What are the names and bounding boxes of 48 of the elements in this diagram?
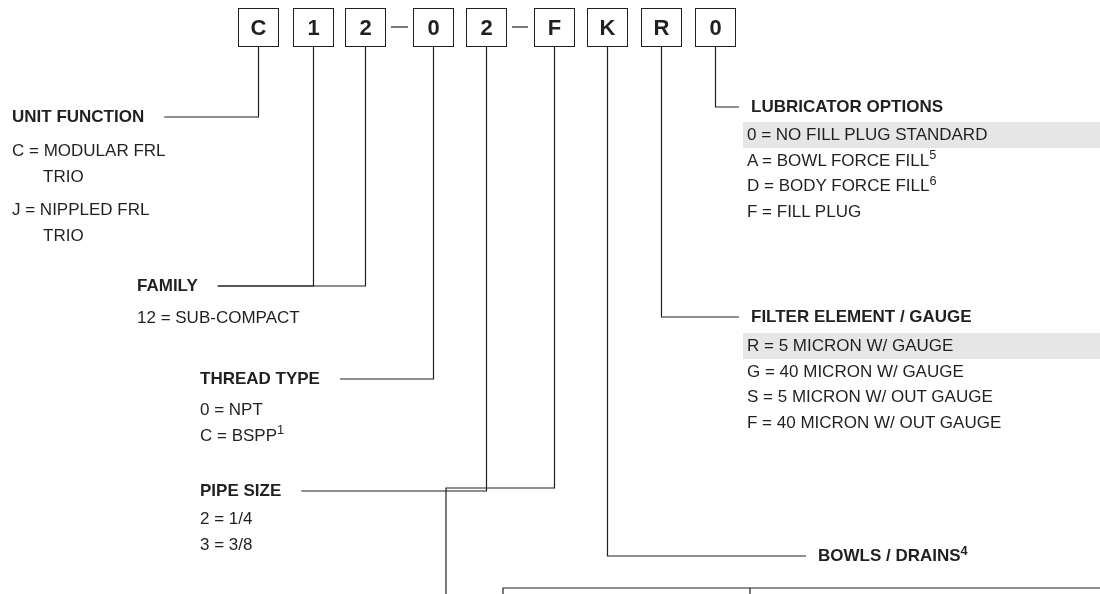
section-heading: FAMILY: [137, 276, 198, 296]
section-heading: UNIT FUNCTION: [12, 107, 145, 127]
option-text: 2 = 1/4: [200, 508, 254, 530]
code-box: [238, 8, 279, 47]
code-character: K: [599, 14, 616, 42]
leader-line: [163, 46, 260, 118]
option-text: F = FILL PLUG: [747, 200, 863, 223]
option-text: 3 = 3/8: [200, 533, 254, 556]
code-character: 1: [307, 14, 320, 42]
leader-line: [300, 46, 488, 492]
leader-line: [445, 46, 556, 594]
option-text: J = NIPPLED FRL TRIO: [12, 199, 150, 247]
code-box: [413, 8, 454, 47]
code-box: [587, 8, 628, 47]
code-box: [641, 8, 682, 47]
code-box: [534, 8, 575, 47]
code-character: R: [653, 14, 670, 42]
option-text: G = 40 MICRON W/ GAUGE: [747, 360, 965, 383]
code-character: 2: [359, 14, 372, 42]
code-character: F: [547, 14, 562, 42]
highlighted-option: 0 = NO FILL PLUG STANDARD: [743, 122, 1100, 148]
section-heading: LUBRICATOR OPTIONS: [751, 97, 944, 117]
leader-line: [714, 46, 740, 108]
code-character: 0: [427, 14, 440, 42]
code-box: [695, 8, 736, 47]
code-character: 0: [709, 14, 722, 42]
section-heading: FILTER ELEMENT / GAUGE: [751, 307, 972, 327]
option-text: 0 = NPT: [200, 399, 264, 421]
option-text: D = BODY FORCE FILL$^{6}$: [747, 173, 938, 197]
leader-line: [339, 46, 435, 380]
leader-line: [217, 46, 367, 287]
section-heading: BOWLS / DRAINS$^{4}$: [818, 546, 968, 566]
option-text: F = 40 MICRON W/ OUT GAUGE: [747, 411, 1003, 434]
highlighted-option: R = 5 MICRON W/ GAUGE: [743, 333, 1100, 359]
leader-line: [606, 46, 807, 557]
section-heading: PIPE SIZE: [200, 481, 282, 501]
option-text: C = MODULAR FRL TRIO: [12, 140, 166, 188]
leader-line: [660, 46, 740, 318]
option-text: S = 5 MICRON W/ OUT GAUGE: [747, 386, 994, 408]
code-character: 2: [480, 14, 493, 42]
option-text: A = BOWL FORCE FILL$^{5}$: [747, 147, 938, 172]
code-box: [345, 8, 386, 47]
code-character: C: [250, 14, 267, 42]
code-box: [466, 8, 507, 47]
option-text: C = BSPP$^{1}$: [200, 422, 286, 447]
section-heading: THREAD TYPE: [200, 369, 320, 389]
code-box: [293, 8, 334, 47]
option-text: 12 = SUB-COMPACT: [137, 307, 301, 329]
